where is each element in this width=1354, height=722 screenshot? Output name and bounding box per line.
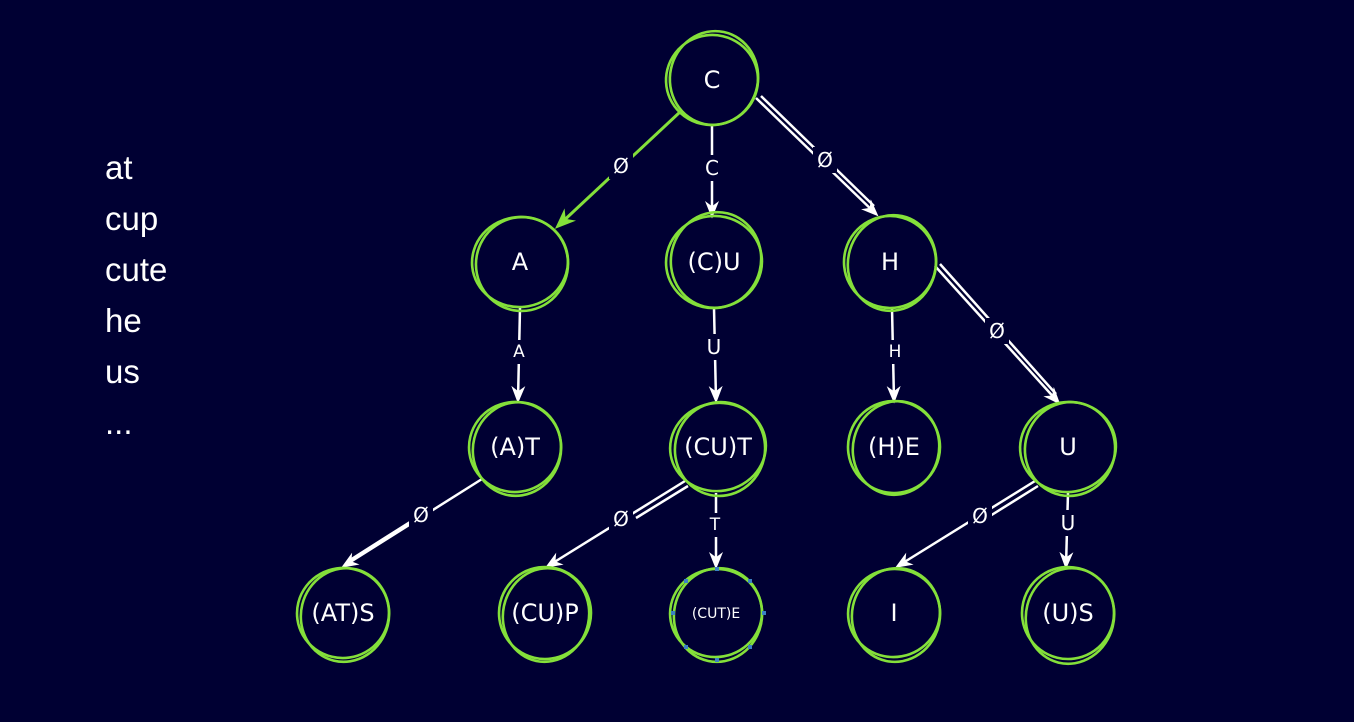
node-a[interactable]: A: [468, 210, 576, 319]
node-cute[interactable]: (CUT)E: [663, 560, 771, 670]
node-label: (A)T: [490, 433, 540, 461]
edge-label: U: [707, 335, 722, 359]
word-list: at cup cute he us ...: [105, 142, 167, 448]
edge-h-u[interactable]: Ø: [934, 263, 1061, 405]
word-item: cute: [105, 251, 168, 288]
node-label: U: [1059, 433, 1077, 461]
edge-label: Ø: [989, 319, 1005, 343]
edge-at-ats[interactable]: Ø: [341, 477, 483, 568]
selection-handles[interactable]: [671, 567, 766, 662]
word-item: ...: [105, 404, 133, 441]
node-us[interactable]: (U)S: [1016, 559, 1125, 673]
node-label: C: [704, 66, 721, 94]
node-h[interactable]: H: [839, 207, 945, 319]
edge-a-at[interactable]: A: [508, 307, 530, 404]
node-label: (U)S: [1042, 599, 1094, 627]
edge-label: Ø: [613, 154, 629, 178]
edge-h-he[interactable]: H: [884, 307, 906, 404]
edge-label: Ø: [413, 503, 429, 527]
word-item: he: [105, 302, 142, 339]
node-label: (C)U: [687, 248, 740, 276]
node-cut[interactable]: (CU)T: [663, 394, 774, 505]
node-at[interactable]: (A)T: [463, 393, 571, 505]
edge-label: A: [513, 342, 525, 362]
node-label: (AT)S: [311, 599, 374, 627]
node-label: I: [890, 599, 897, 627]
edge-label: Ø: [972, 504, 988, 528]
edge-label: Ø: [613, 507, 629, 531]
node-label: H: [881, 248, 899, 276]
edge-u-i[interactable]: Ø: [895, 479, 1039, 568]
word-item: cup: [105, 200, 159, 237]
edge-label: H: [889, 342, 902, 362]
node-label: (CU)P: [511, 599, 579, 627]
node-label: (CUT)E: [692, 606, 740, 622]
node-ats[interactable]: (AT)S: [291, 559, 399, 671]
node-label: (H)E: [868, 433, 920, 461]
edge-label: Ø: [817, 148, 833, 172]
edge-label: U: [1061, 511, 1076, 535]
word-item: us: [105, 353, 140, 390]
node-he[interactable]: (H)E: [842, 392, 949, 504]
node-root[interactable]: C: [660, 23, 767, 133]
edge-root-a[interactable]: Ø: [554, 110, 682, 229]
node-i[interactable]: I: [841, 560, 949, 670]
edge-cut-cup[interactable]: Ø: [545, 479, 689, 568]
node-label: A: [512, 248, 529, 276]
edge-label: T: [709, 515, 721, 535]
node-label: (CU)T: [684, 433, 752, 461]
node-u[interactable]: U: [1013, 394, 1124, 505]
edge-root-cu[interactable]: C: [700, 126, 724, 219]
edge-cu-cut[interactable]: U: [703, 307, 727, 404]
node-cup[interactable]: (CU)P: [493, 560, 598, 670]
node-cu[interactable]: (C)U: [660, 203, 771, 318]
edge-cut-cute[interactable]: T: [704, 493, 726, 570]
edge-u-us[interactable]: U: [1056, 492, 1080, 570]
edge-label: C: [705, 156, 719, 180]
edge-root-h[interactable]: Ø: [755, 95, 879, 217]
word-item: at: [105, 149, 133, 186]
